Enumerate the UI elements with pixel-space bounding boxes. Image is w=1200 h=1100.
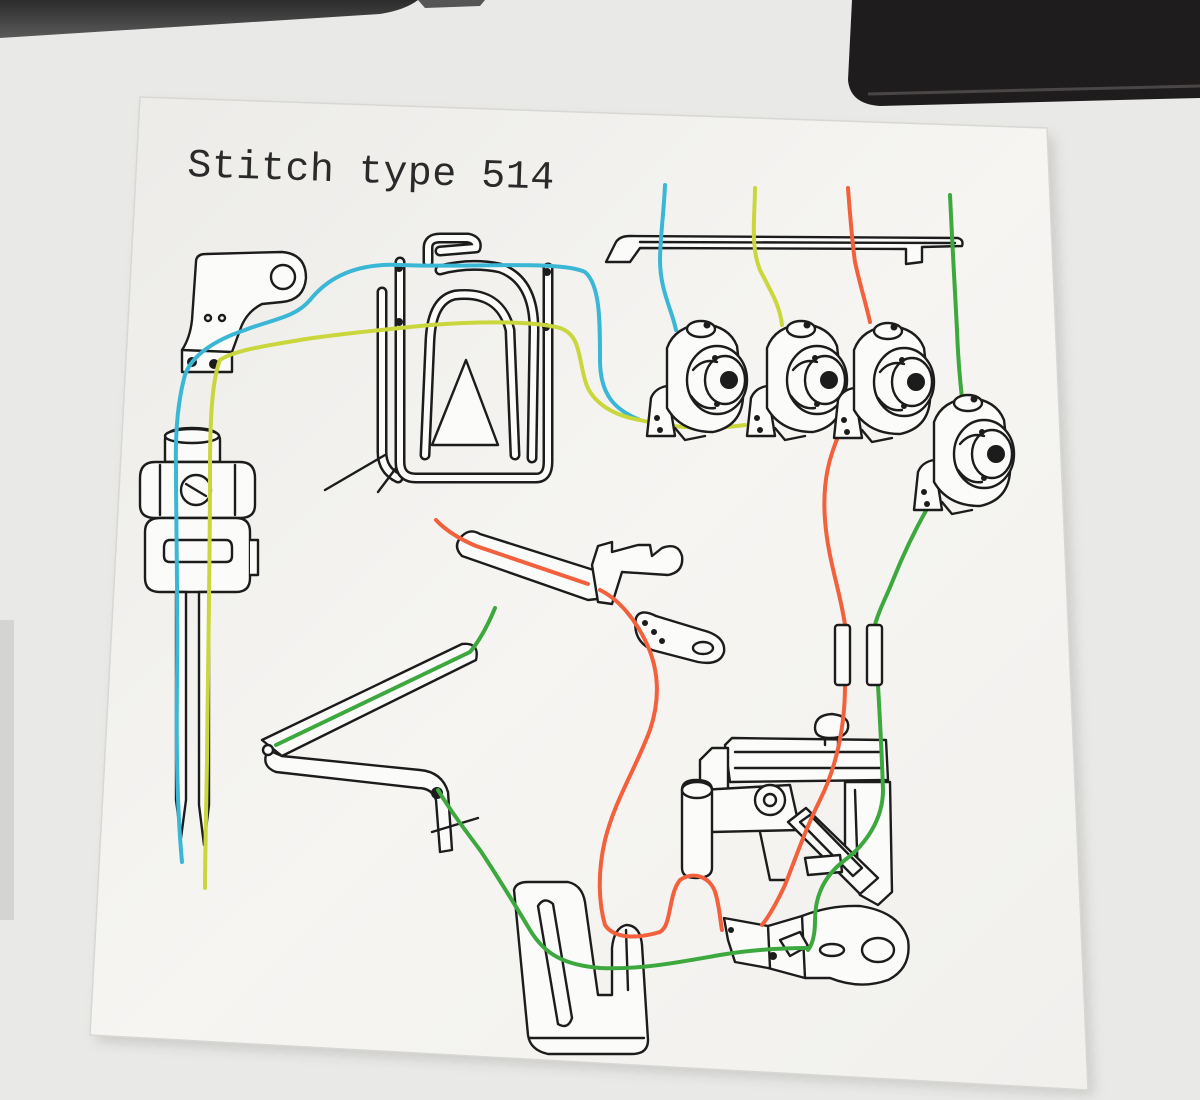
yellow-thread-needle-path	[203, 320, 747, 890]
needle-clamp	[138, 426, 260, 594]
dark-object-top-right	[848, 0, 1200, 106]
red-thread-looper-path	[434, 518, 724, 939]
dark-object-top-center	[418, 0, 485, 8]
cyan-thread-needle-path	[173, 262, 642, 864]
green-thread-lever	[274, 606, 497, 747]
top-thread-guide-bar	[604, 234, 964, 266]
green-thread-upper	[948, 193, 964, 400]
lower-looper	[722, 904, 910, 986]
thread-guide-frame	[323, 238, 551, 494]
thread-guide-tube-right	[865, 623, 884, 687]
green-thread-right-path	[806, 493, 937, 952]
looper-guide-plate	[634, 611, 726, 665]
green-thread-lower-path	[436, 788, 810, 971]
dark-object-top-left	[0, 0, 418, 38]
threads	[173, 183, 964, 971]
left-edge-shadow	[0, 620, 14, 920]
cyan-thread-upper	[658, 183, 678, 332]
bottom-guide-plate	[512, 880, 650, 1056]
yellow-thread-upper	[751, 186, 784, 327]
red-thread-right-path	[760, 430, 847, 927]
red-thread-upper	[846, 186, 872, 324]
thread-guide-tube-left	[833, 623, 852, 687]
dark-object-edge-highlight	[867, 84, 1200, 96]
